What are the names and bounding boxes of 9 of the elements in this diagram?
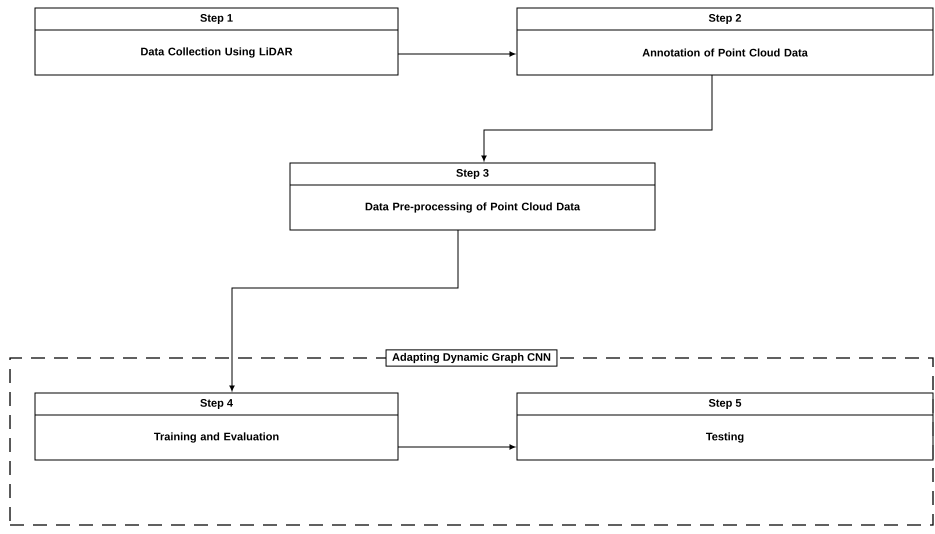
step-box: Step 1 Data Collection Using LiDAR	[34, 7, 398, 76]
arrow	[481, 75, 712, 162]
arrow	[229, 230, 458, 392]
arrow	[398, 51, 516, 57]
step-box: Step 5 Testing	[516, 392, 934, 460]
step-box: Step 3 Data Pre-processing of Point Cloud Data	[290, 162, 656, 230]
step-box: Step 2 Annotation of Point Cloud Data	[516, 7, 934, 76]
step-box: Step 4 Training and Evaluation	[34, 392, 398, 460]
arrow	[398, 444, 516, 450]
